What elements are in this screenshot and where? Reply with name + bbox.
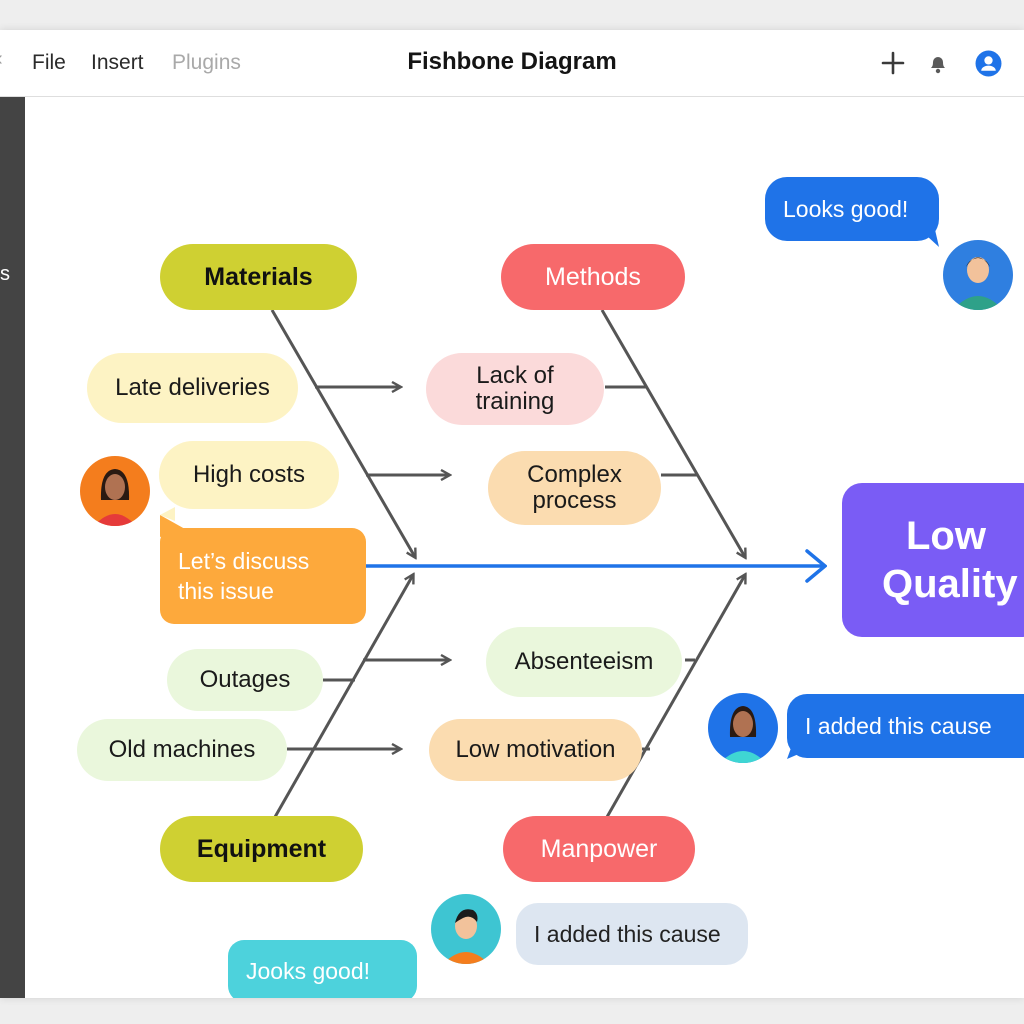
bone-methods	[600, 309, 745, 557]
effect-line-1: Low	[906, 514, 986, 558]
avatar-woman-icon	[708, 693, 778, 763]
category-methods[interactable]: Methods	[501, 244, 685, 310]
complex-process-line-2: process	[532, 487, 617, 514]
left-sidebar: s	[0, 97, 25, 998]
effect-line-2: Quality	[882, 562, 1018, 606]
menu-file[interactable]: File	[32, 51, 66, 74]
sidebar-partial-label[interactable]: s	[0, 263, 10, 285]
lack-of-training-line-1: Lack of	[476, 362, 554, 389]
avatar-left[interactable]	[80, 456, 150, 526]
avatar-top-right[interactable]	[943, 240, 1013, 310]
cause-high-costs[interactable]: High costs	[159, 441, 339, 509]
cause-low-motivation[interactable]: Low motivation	[429, 719, 642, 781]
cause-complex-process[interactable]: Complex process	[488, 451, 661, 525]
top-bar: ‹ File Insert Plugins Fishbone Diagram	[0, 30, 1024, 97]
category-manpower[interactable]: Manpower	[503, 816, 695, 882]
bone-manpower	[605, 575, 745, 818]
avatar-man-icon	[431, 894, 501, 964]
lack-of-training-line-2: training	[475, 388, 555, 415]
category-materials[interactable]: Materials	[160, 244, 357, 310]
tail-high-costs	[160, 507, 175, 521]
comment-looks-good[interactable]: Looks good!	[765, 177, 939, 241]
cause-late-deliveries[interactable]: Late deliveries	[87, 353, 298, 423]
menu-plugins[interactable]: Plugins	[172, 51, 241, 74]
menu-insert[interactable]: Insert	[91, 51, 144, 74]
cause-lack-of-training[interactable]: Lack of training	[426, 353, 604, 425]
avatar-man-icon	[943, 240, 1013, 310]
app-window: ‹ File Insert Plugins Fishbone Diagram s	[0, 30, 1024, 998]
comment-bottom-added[interactable]: I added this cause	[516, 903, 748, 965]
back-arrow-icon[interactable]: ‹	[0, 48, 3, 71]
avatar-right[interactable]	[708, 693, 778, 763]
category-equipment[interactable]: Equipment	[160, 816, 363, 882]
avatar-woman-icon	[80, 456, 150, 526]
lets-discuss-line-2: this issue	[178, 578, 274, 604]
complex-process-line-1: Complex	[527, 461, 622, 488]
document-title: Fishbone Diagram	[407, 48, 617, 75]
bone-materials	[270, 309, 415, 557]
bone-equipment	[273, 575, 413, 818]
cause-old-machines[interactable]: Old machines	[77, 719, 287, 781]
user-account-icon[interactable]	[975, 50, 1002, 77]
lets-discuss-line-1: Let’s discuss	[178, 548, 310, 574]
avatar-bottom[interactable]	[431, 894, 501, 964]
comment-lets-discuss[interactable]: Let’s discuss this issue	[160, 528, 366, 624]
add-icon[interactable]	[880, 50, 906, 76]
comment-right-added[interactable]: I added this cause	[787, 694, 1024, 758]
effect-low-quality[interactable]: Low Quality	[842, 483, 1024, 637]
cause-absenteeism[interactable]: Absenteeism	[486, 627, 682, 697]
notification-bell-icon[interactable]	[925, 50, 951, 76]
cause-outages[interactable]: Outages	[167, 649, 323, 711]
comment-bottom-reply[interactable]: Jooks good!	[228, 940, 417, 998]
diagram-canvas: Low Quality Materials Methods Equipment …	[25, 97, 1024, 998]
